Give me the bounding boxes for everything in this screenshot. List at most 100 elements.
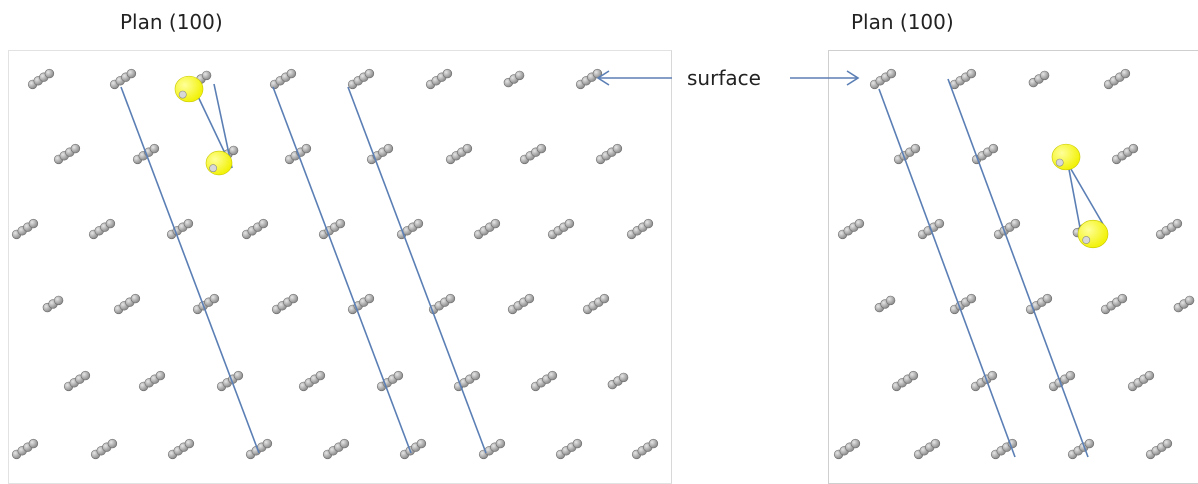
atom-chain	[869, 68, 897, 90]
atom-chain	[1100, 293, 1128, 315]
atom	[987, 370, 998, 381]
atom	[288, 293, 299, 304]
atom-chain	[138, 370, 166, 392]
atom	[315, 370, 326, 381]
atom	[184, 438, 195, 449]
atom-chain	[90, 438, 118, 460]
atom	[966, 293, 977, 304]
atom-chain	[347, 68, 375, 90]
atom-chain	[11, 438, 39, 460]
atom	[286, 68, 297, 79]
atom	[233, 370, 244, 381]
atom-chain	[42, 295, 64, 313]
atom-chain	[1067, 438, 1095, 460]
atom-chain	[318, 218, 346, 240]
atom-chain	[322, 438, 350, 460]
atom	[445, 293, 456, 304]
right-structure-panel	[828, 50, 1198, 484]
atom	[413, 218, 424, 229]
atom	[364, 68, 375, 79]
atom-chain	[547, 218, 575, 240]
atom	[536, 143, 547, 154]
atom	[201, 70, 212, 81]
atom-chain	[399, 438, 427, 460]
surface-label: surface	[687, 66, 761, 90]
atom	[416, 438, 427, 449]
atom	[393, 370, 404, 381]
atom	[612, 143, 623, 154]
atom-chain	[109, 68, 137, 90]
bond-line	[947, 78, 1089, 458]
atom	[301, 143, 312, 154]
atom	[648, 438, 659, 449]
atom-chain	[631, 438, 659, 460]
atom-chain	[1028, 70, 1050, 88]
atom-chain	[271, 293, 299, 315]
atom	[258, 218, 269, 229]
atom-chain	[1111, 143, 1139, 165]
atom	[618, 372, 629, 383]
atom	[126, 68, 137, 79]
atom	[854, 218, 865, 229]
atom	[28, 218, 39, 229]
atom	[335, 218, 346, 229]
atom-chain	[269, 68, 297, 90]
atom	[934, 218, 945, 229]
atom-chain	[1145, 438, 1173, 460]
atom	[339, 438, 350, 449]
atom	[383, 143, 394, 154]
atom-chain	[1155, 218, 1183, 240]
atom	[1117, 293, 1128, 304]
bond-line	[1067, 163, 1082, 234]
atom-chain	[167, 438, 195, 460]
atom	[908, 370, 919, 381]
atom	[524, 293, 535, 304]
atom	[28, 438, 39, 449]
atom-chain	[555, 438, 583, 460]
atom-chain	[216, 370, 244, 392]
atom-chain	[376, 370, 404, 392]
left-structure-view	[11, 68, 659, 460]
atom	[262, 438, 273, 449]
atom-chain	[893, 143, 921, 165]
atom-chain	[1048, 370, 1076, 392]
atom-chain	[990, 438, 1018, 460]
atom-chain	[425, 68, 453, 90]
atom	[107, 438, 118, 449]
atom	[155, 370, 166, 381]
atom-chain	[503, 70, 525, 88]
atom	[490, 218, 501, 229]
atom	[149, 143, 160, 154]
atom	[364, 293, 375, 304]
atom	[228, 145, 239, 156]
atom-chain	[27, 68, 55, 90]
atom-chain	[949, 293, 977, 315]
atom	[885, 295, 896, 306]
atom-chain	[1103, 68, 1131, 90]
atom	[886, 68, 897, 79]
atom	[547, 370, 558, 381]
atom	[1184, 295, 1195, 306]
atom-chain	[626, 218, 654, 240]
atom	[930, 438, 941, 449]
atom	[564, 218, 575, 229]
atom	[44, 68, 55, 79]
atom	[1144, 370, 1155, 381]
left-structure-panel	[8, 50, 672, 484]
atom-chain	[595, 143, 623, 165]
atom-chain	[88, 218, 116, 240]
bond-line	[878, 88, 1016, 458]
atom-chain	[445, 143, 473, 165]
atom	[1162, 438, 1173, 449]
atom-chain	[473, 218, 501, 240]
atom	[988, 143, 999, 154]
atom	[105, 218, 116, 229]
atom	[1039, 70, 1050, 81]
atom-chain	[166, 218, 194, 240]
atom	[572, 438, 583, 449]
atom-chain	[891, 370, 919, 392]
atom-chain	[874, 295, 896, 313]
atom	[850, 438, 861, 449]
atom-chain	[530, 370, 558, 392]
hydrogen-atom	[174, 75, 204, 103]
